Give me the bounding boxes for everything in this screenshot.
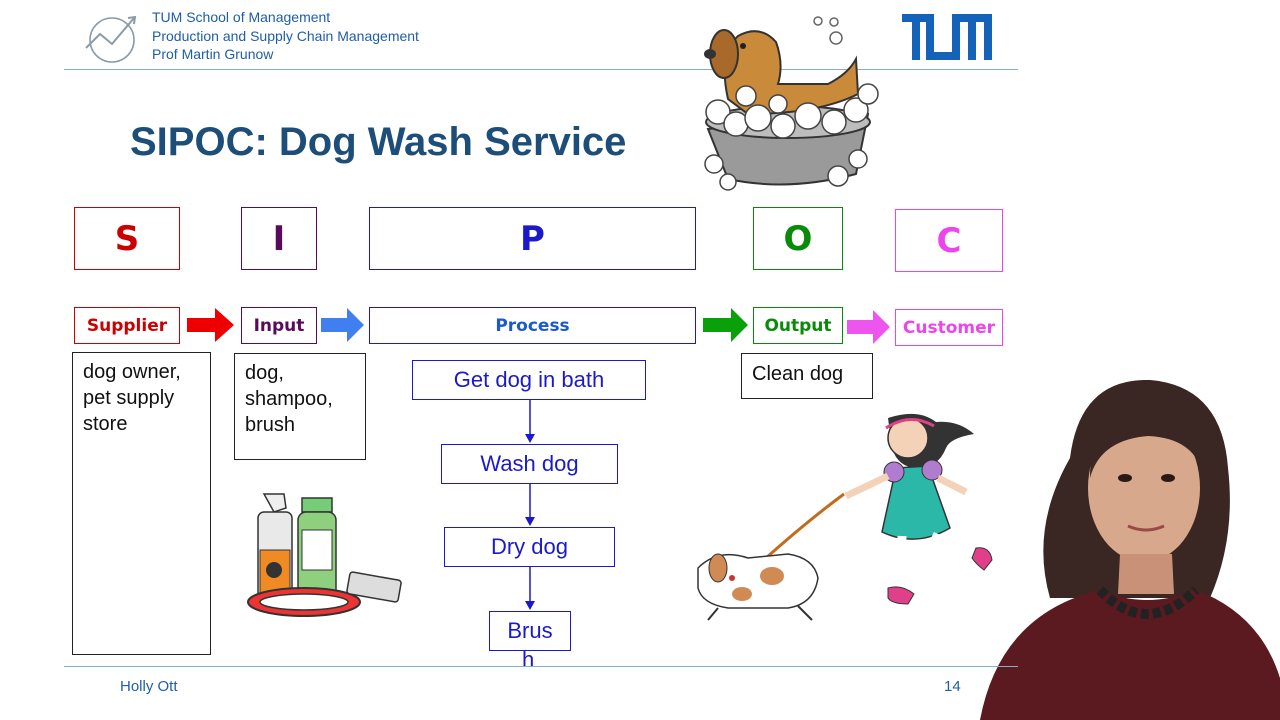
page-number: 14 bbox=[944, 678, 961, 695]
list-item: pet supply bbox=[83, 387, 175, 409]
presenter-video bbox=[980, 379, 1280, 720]
process-step-brush-overflow: h bbox=[522, 647, 535, 672]
arrow-right-icon bbox=[321, 308, 364, 342]
slide-title: SIPOC: Dog Wash Service bbox=[130, 120, 627, 164]
process-step-brush: Brus bbox=[489, 611, 571, 651]
customer-label: Customer bbox=[895, 309, 1003, 346]
sipoc-letter-c: C bbox=[895, 209, 1003, 272]
input-list: dog, shampoo, brush bbox=[234, 353, 366, 460]
dog-in-bath-icon bbox=[704, 16, 879, 191]
grooming-supplies-icon bbox=[247, 493, 402, 617]
sipoc-letter-o: O bbox=[753, 207, 843, 270]
arrow-right-icon bbox=[187, 308, 234, 342]
arrow-right-icon bbox=[847, 310, 890, 344]
list-item: dog, bbox=[245, 362, 284, 384]
list-item: brush bbox=[245, 414, 296, 436]
presenter-name: Holly Ott bbox=[120, 678, 178, 695]
output-list: Clean dog bbox=[741, 353, 873, 399]
output-label: Output bbox=[753, 307, 843, 344]
header-professor-name: Prof Martin Grunow bbox=[152, 46, 274, 62]
girl-walking-dog-icon bbox=[697, 413, 993, 621]
list-item: Clean dog bbox=[752, 363, 844, 385]
list-item: dog owner, bbox=[83, 361, 181, 383]
header-school-name: TUM School of Management bbox=[152, 9, 331, 25]
sipoc-letter-i: I bbox=[241, 207, 317, 270]
tum-logo-icon bbox=[902, 14, 992, 60]
process-label: Process bbox=[369, 307, 696, 344]
list-item: shampoo, bbox=[245, 388, 333, 410]
process-step-dry: Dry dog bbox=[444, 527, 615, 567]
arrow-right-icon bbox=[703, 308, 748, 342]
header-divider bbox=[64, 69, 1018, 70]
list-item: store bbox=[83, 413, 128, 435]
sipoc-letter-p: P bbox=[369, 207, 696, 270]
header-chair-name: Production and Supply Chain Management bbox=[152, 28, 419, 44]
process-step-get-in-bath: Get dog in bath bbox=[412, 360, 646, 400]
supplier-list: dog owner, pet supply store bbox=[72, 352, 211, 655]
process-connector-arrow bbox=[525, 484, 535, 526]
process-connector-arrow bbox=[525, 567, 535, 610]
process-connector-arrow bbox=[525, 400, 535, 443]
process-step-wash: Wash dog bbox=[441, 444, 618, 484]
tum-som-logo-icon bbox=[85, 15, 137, 63]
supplier-label: Supplier bbox=[74, 307, 180, 344]
sipoc-letter-s: S bbox=[74, 207, 180, 270]
input-label: Input bbox=[241, 307, 317, 344]
footer-divider bbox=[64, 666, 1018, 667]
